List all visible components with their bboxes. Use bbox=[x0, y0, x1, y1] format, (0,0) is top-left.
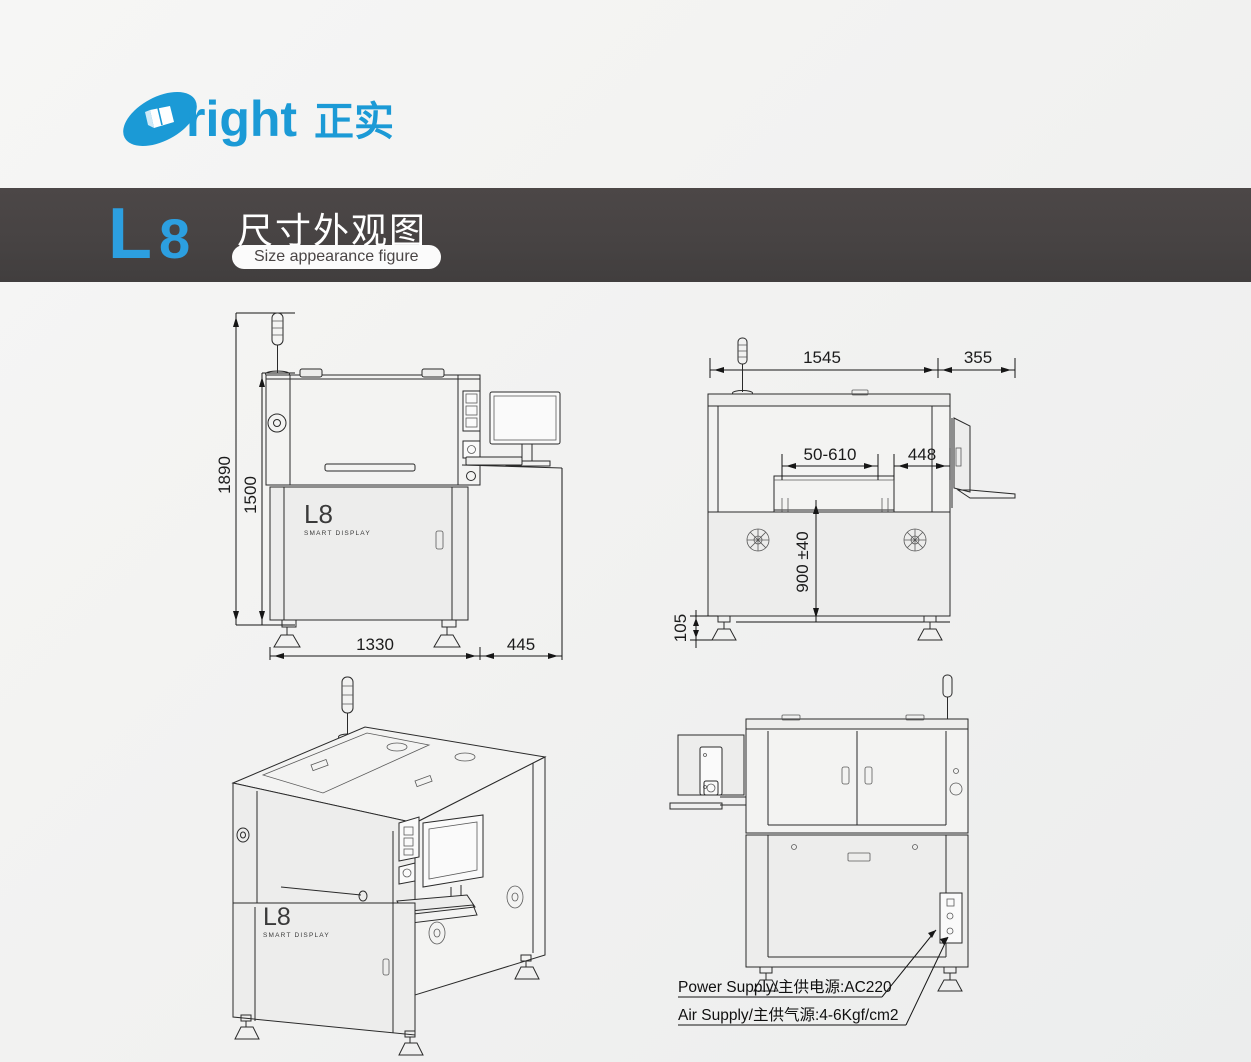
leveling-foot bbox=[273, 619, 301, 648]
side-elevation-drawing: 1545 355 bbox=[670, 330, 1050, 660]
cabinet-latch bbox=[382, 958, 390, 976]
banner-subtitle-badge: Size appearance figure bbox=[232, 245, 441, 269]
leveling-foot bbox=[937, 966, 963, 992]
dim-foot-height: 105 bbox=[671, 614, 690, 642]
dim-conveyor-height: 900 ±40 bbox=[793, 531, 812, 592]
hinge-icon bbox=[905, 714, 925, 721]
leveling-foot bbox=[711, 615, 737, 641]
leveling-foot bbox=[234, 1014, 260, 1040]
ventilation-fan-icon bbox=[903, 528, 927, 552]
leveling-foot bbox=[514, 954, 540, 980]
connection-panel bbox=[939, 892, 963, 944]
leveling-foot bbox=[753, 966, 779, 992]
logo-cube-icon bbox=[145, 106, 174, 128]
hinge-icon bbox=[299, 368, 323, 378]
logo-ellipse-icon bbox=[123, 91, 197, 147]
company-logo: right 正实 bbox=[118, 88, 458, 150]
leveling-foot bbox=[398, 1030, 424, 1056]
dim-rail-offset: 448 bbox=[908, 445, 936, 464]
conveyor-rails bbox=[773, 475, 895, 512]
rear-elevation-drawing: Power Supply/主供电源:AC220 Air Supply/主供气源:… bbox=[660, 674, 1040, 1045]
leveling-foot bbox=[433, 619, 461, 648]
model-letter: L bbox=[108, 194, 153, 274]
keyboard-tray bbox=[465, 456, 523, 466]
iso-brand-label: L8 bbox=[263, 903, 291, 931]
dim-panel-extension: 355 bbox=[964, 348, 992, 367]
signal-tower bbox=[732, 337, 753, 396]
model-number: 8 bbox=[158, 207, 192, 270]
logo-wordmark-text: right bbox=[186, 91, 297, 147]
ventilation-fan-icon bbox=[746, 528, 770, 552]
machine-brand-sublabel: SMART DISPLAY bbox=[304, 530, 371, 537]
front-elevation-drawing: 1890 1500 bbox=[200, 295, 580, 665]
iso-brand-sublabel: SMART DISPLAY bbox=[263, 932, 330, 939]
control-panel bbox=[462, 390, 481, 481]
ventilation-fan-icon bbox=[506, 885, 524, 909]
annotation-power-supply: Power Supply/主供电源:AC220 bbox=[678, 978, 892, 996]
annotation-air-supply: Air Supply/主供气源:4-6Kgf/cm2 bbox=[678, 1006, 899, 1024]
dim-body-depth: 1545 bbox=[803, 348, 841, 367]
signal-tower bbox=[338, 676, 357, 741]
dim-body-width: 1330 bbox=[356, 635, 394, 654]
hinge-icon bbox=[421, 368, 445, 378]
dim-overall-height: 1890 bbox=[215, 456, 234, 494]
door-handle bbox=[864, 766, 873, 785]
control-panel bbox=[398, 816, 420, 885]
monitor-rear bbox=[669, 734, 750, 810]
ventilation-fan-icon bbox=[428, 921, 446, 945]
dim-body-height: 1500 bbox=[241, 476, 260, 514]
operator-monitor bbox=[489, 391, 561, 467]
hinge-icon bbox=[781, 714, 801, 721]
cabinet-latch bbox=[435, 530, 444, 550]
hinge-icon bbox=[310, 759, 329, 772]
operator-monitor bbox=[422, 814, 484, 903]
door-handle bbox=[841, 766, 850, 785]
rear-panel-arm bbox=[951, 417, 1016, 508]
dim-monitor-extension: 445 bbox=[507, 635, 535, 654]
signal-tower bbox=[938, 674, 957, 725]
hinge-icon bbox=[414, 775, 433, 788]
logo-chinese: 正实 bbox=[314, 99, 394, 145]
machine-brand-label: L8 bbox=[304, 499, 333, 529]
signal-tower bbox=[265, 312, 290, 378]
leveling-foot bbox=[917, 615, 943, 641]
door-handle bbox=[324, 463, 416, 472]
logo-wordmark: right bbox=[186, 91, 297, 147]
isometric-drawing: L8 SMART DISPLAY bbox=[215, 665, 595, 1060]
logo-chinese-text: 正实 bbox=[314, 99, 394, 145]
dim-pcb-width-range: 50-610 bbox=[804, 445, 857, 464]
